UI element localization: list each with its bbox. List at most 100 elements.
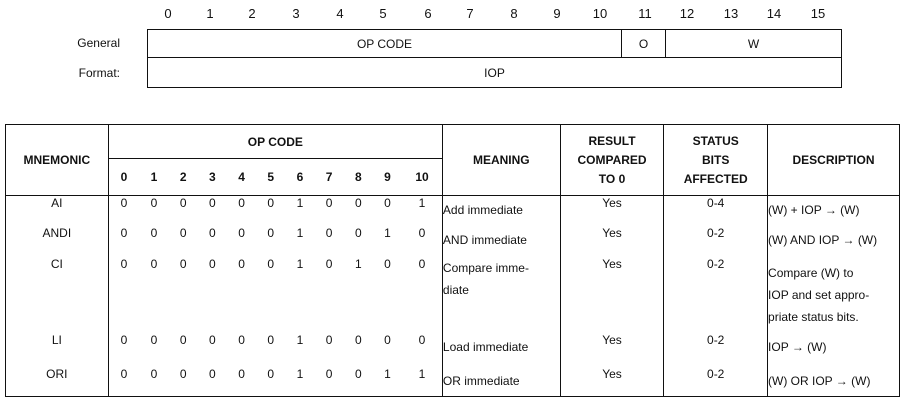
description-header: DESCRIPTION	[767, 124, 900, 196]
bit-cell: 0	[314, 366, 344, 397]
bit-cell: 1	[354, 256, 362, 271]
mnemonic-cell: ORI	[5, 366, 109, 397]
format-label: Format:	[78, 66, 120, 80]
description-cell: (W) + IOP → (W)	[767, 195, 900, 226]
result-cell: Yes	[560, 366, 665, 397]
meaning-cell: OR immediate	[442, 366, 561, 397]
bit-number: 2	[248, 6, 256, 21]
meaning-cell: Load immediate	[442, 332, 561, 367]
status-header-line: STATUS	[692, 133, 739, 148]
bit-cell: 1	[296, 196, 304, 210]
bit-cell: 1	[285, 366, 315, 397]
description-line: IOP → (W)	[768, 339, 827, 354]
bit-cell: 0	[238, 256, 245, 271]
result-cell: Yes	[560, 225, 665, 257]
opcode-bit-header: 9	[372, 158, 403, 196]
description-cell: Compare (W) to IOP and set appro- priate…	[767, 256, 900, 333]
bit-cell: 0	[209, 332, 216, 347]
instruction-table-body: AI 0 0 0 0 0 0 1 0 0 0 1 Add immediate Y…	[5, 195, 900, 397]
status-cell: 0-2	[663, 366, 769, 397]
opcode-bit-header: 0	[108, 158, 140, 196]
bit-cell: 0	[108, 366, 140, 397]
bit-number: 1	[206, 6, 214, 21]
bit-cell: 0	[402, 256, 443, 333]
bit-cell: 0	[384, 332, 391, 347]
description-line: (W) AND IOP → (W)	[768, 232, 878, 247]
bit-cell: 0	[168, 366, 198, 397]
bit-cell: 0	[209, 225, 216, 240]
bit-number: 0	[164, 6, 172, 21]
bit-cell: 1	[296, 256, 304, 271]
o-field: O	[622, 30, 666, 57]
bit-cell: 0	[325, 332, 333, 347]
result-cell: Yes	[560, 332, 665, 367]
bit-cell: 0	[209, 196, 216, 210]
description-cell: (W) AND IOP → (W)	[767, 225, 900, 257]
result-header-line: RESULT	[588, 133, 636, 148]
bit-cell: 0	[325, 196, 333, 210]
instruction-table: MNEMONIC OP CODE MEANING RESULT COMPARED…	[5, 124, 900, 397]
bit-cell: 0	[267, 256, 275, 271]
table-row: ORI 0 0 0 0 0 0 1 0 0 1 1 OR immediate Y…	[5, 366, 900, 397]
bit-cell: 0	[209, 256, 216, 271]
status-cell: 0-4	[663, 195, 769, 226]
w-field: W	[747, 36, 760, 51]
status-cell: 0-2	[663, 332, 769, 367]
mnemonic-cell: CI	[5, 256, 109, 333]
opcode-bit-header: 1	[139, 158, 169, 196]
bit-cell: 0	[120, 225, 128, 240]
bit-cell: 0	[120, 196, 128, 210]
meaning-cell: Compare imme- diate	[442, 256, 561, 333]
bit-cell: 0	[179, 225, 187, 240]
meaning-line: diate	[442, 282, 469, 297]
bit-cell: 0	[325, 225, 333, 240]
bit-number: 5	[379, 6, 387, 21]
result-cell: Yes	[560, 195, 665, 226]
bit-cell: 0	[150, 225, 158, 240]
bit-cell: 0	[402, 332, 443, 367]
description-line: priate status bits.	[768, 309, 859, 324]
description-line: IOP and set appro-	[768, 287, 870, 302]
result-header-line: TO 0	[598, 171, 626, 186]
bit-cell: 1	[384, 225, 391, 240]
bit-number: 15	[810, 6, 826, 21]
bit-cell: 0	[179, 256, 187, 271]
general-format-box: OP CODE O W	[147, 29, 842, 58]
bit-cell: 0	[402, 225, 443, 257]
bit-cell: 0	[343, 366, 373, 397]
bit-cell: 0	[120, 332, 128, 347]
opcode-bit-header: 8	[343, 158, 373, 196]
table-row: CI 0 0 0 0 0 0 1 0 1 0 0 Compare imme- d…	[5, 256, 900, 333]
bit-cell: 0	[238, 196, 245, 210]
bit-cell: 0	[354, 332, 362, 347]
bit-number: 9	[553, 6, 561, 21]
bit-cell: 0	[267, 225, 275, 240]
opcode-bit-header: 7	[314, 158, 344, 196]
opcode-bit-header: 10	[402, 158, 443, 196]
bit-cell: 0	[150, 256, 158, 271]
meaning-line: Add immediate	[442, 203, 523, 217]
bit-cell: 1	[402, 366, 443, 397]
bit-number: 10	[592, 6, 608, 21]
bit-cell: 0	[267, 196, 275, 210]
meaning-cell: Add immediate	[442, 195, 561, 226]
description-cell: (W) OR IOP → (W)	[767, 366, 900, 397]
opcode-bit-header: 5	[256, 158, 286, 196]
bit-cell: 0	[384, 196, 391, 210]
bit-cell: 0	[226, 366, 257, 397]
mnemonic-header: MNEMONIC	[5, 124, 109, 196]
status-cell: 0-2	[663, 225, 769, 257]
bit-cell: 0	[267, 332, 275, 347]
result-header: RESULT COMPARED TO 0	[559, 124, 665, 196]
table-row: AI 0 0 0 0 0 0 1 0 0 0 1 Add immediate Y…	[5, 195, 900, 226]
opcode-header: OP CODE	[107, 124, 443, 159]
bit-number: 4	[336, 6, 344, 21]
bit-number: 14	[766, 6, 782, 21]
opcode-bit-header: 2	[168, 158, 198, 196]
result-header-line: COMPARED	[577, 152, 647, 167]
meaning-header: MEANING	[441, 124, 561, 196]
bit-cell: 0	[354, 225, 362, 240]
bit-cell: 0	[197, 366, 227, 397]
opcode-field: OP CODE	[148, 30, 622, 57]
bit-cell: 0	[139, 366, 169, 397]
